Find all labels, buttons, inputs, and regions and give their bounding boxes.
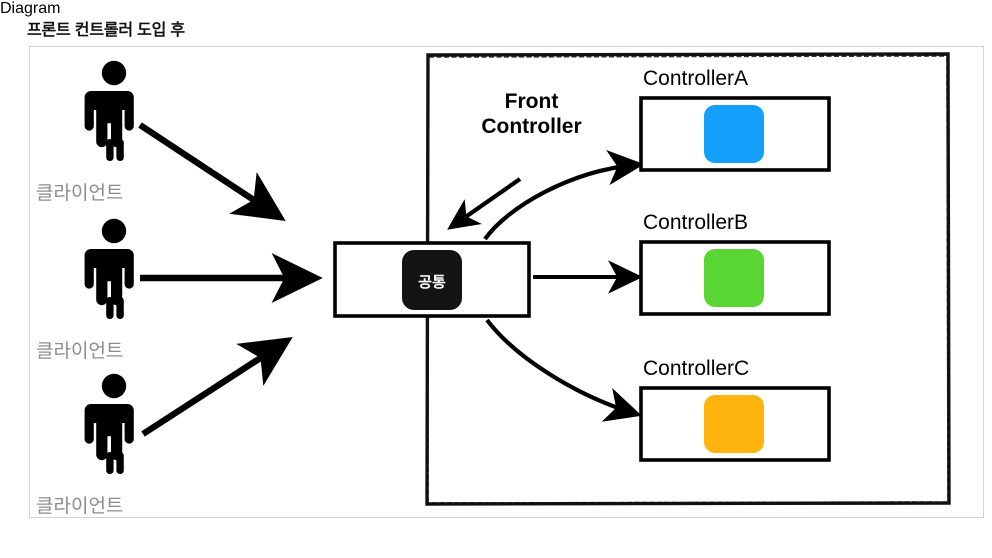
arrow-front-to-controllerA [483, 149, 645, 241]
person-icon [84, 218, 134, 319]
controller-label-c: ControllerC [643, 357, 750, 380]
common-chip-label: 공통 [418, 274, 446, 291]
arrow-front-to-controllerC [485, 318, 642, 422]
controller-color-swatch-c [704, 395, 764, 453]
front-controller-annotation: Front Controller [481, 90, 582, 138]
diagram-frame: 클라이언트 클라이언트 클라이언트 Front Controller 공통 Co… [29, 46, 984, 518]
common-chip [402, 250, 462, 310]
server-boundary-box [425, 52, 951, 506]
person-icon [84, 373, 134, 474]
diagram-canvas [84, 52, 951, 506]
person-icon [84, 60, 134, 161]
page-title: 프론트 컨트롤러 도입 후 [27, 22, 185, 39]
client-label-3: 클라이언트 [36, 496, 124, 517]
controller-label-b: ControllerB [643, 211, 749, 234]
client-label-1: 클라이언트 [36, 183, 124, 204]
annotation-arrow [447, 177, 522, 230]
arrow-client1-to-front [138, 122, 286, 222]
arrow-client3-to-front [141, 337, 293, 437]
client-label-2: 클라이언트 [36, 341, 124, 362]
controller-color-swatch-b [704, 249, 764, 307]
controller-color-swatch-a [704, 105, 764, 163]
controller-label-a: ControllerA [643, 67, 749, 90]
